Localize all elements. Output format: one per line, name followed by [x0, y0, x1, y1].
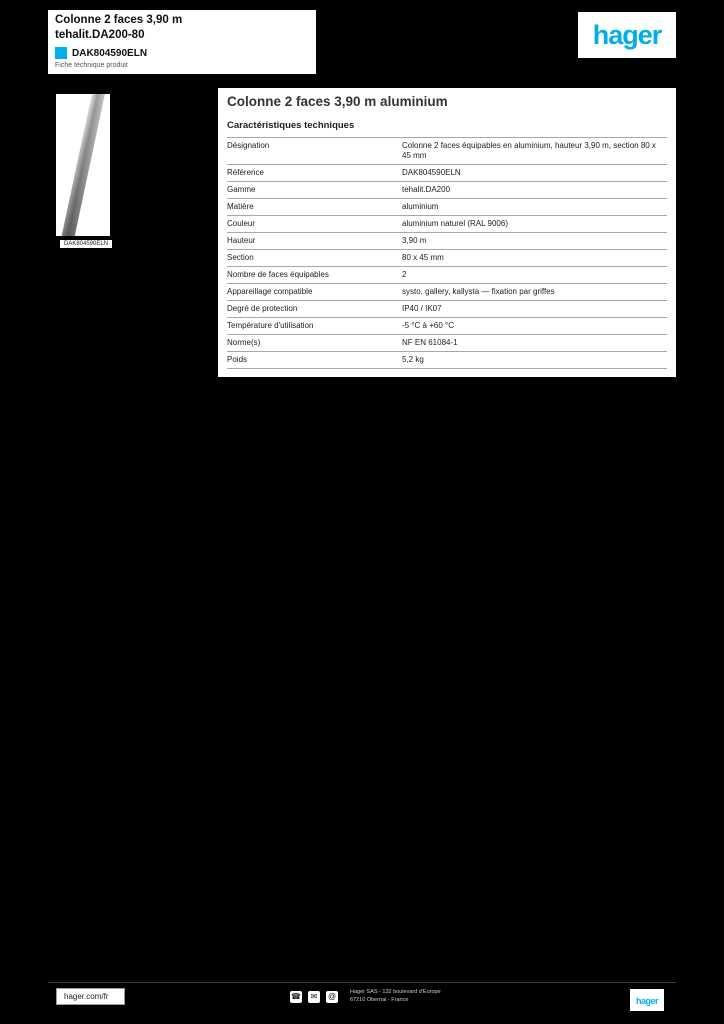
address-line1: Hager SAS - 132 boulevard d'Europe — [350, 989, 441, 995]
page-title: Colonne 2 faces 3,90 m aluminium — [227, 94, 448, 109]
table-row: Nombre de faces équipables 2 — [227, 267, 667, 284]
section-title: Caractéristiques techniques — [227, 120, 355, 131]
website-link[interactable]: hager.com/fr — [56, 988, 126, 1005]
product-photo — [56, 94, 110, 236]
spec-label: Degré de protection — [227, 304, 298, 313]
spec-value: 80 x 45 mm — [402, 253, 444, 262]
footer-address: Hager SAS - 132 boulevard d'Europe 67210… — [350, 989, 441, 1004]
brand-accent-square — [55, 47, 67, 60]
table-row: Température d'utilisation -5 °C à +60 °C — [227, 318, 667, 335]
spec-label: Hauteur — [227, 236, 256, 245]
table-row: Désignation Colonne 2 faces équipables e… — [227, 138, 667, 165]
product-reference: DAK804590ELN — [72, 47, 148, 59]
spec-label: Nombre de faces équipables — [227, 270, 329, 279]
product-name-line2: tehalit.DA200-80 — [55, 28, 145, 41]
hager-logo: hager — [592, 19, 663, 50]
reference-row: DAK804590ELN — [55, 47, 309, 60]
product-tube-image — [61, 94, 106, 236]
brand-logo-box: hager — [578, 12, 676, 58]
spec-value: 5,2 kg — [402, 355, 424, 364]
spec-value: IP40 / IK07 — [402, 304, 442, 313]
main-content: Colonne 2 faces 3,90 m aluminium Caracté… — [218, 88, 676, 377]
spec-value: DAK804590ELN — [402, 168, 461, 177]
spec-label: Gamme — [227, 185, 256, 194]
table-row: Section 80 x 45 mm — [227, 250, 667, 267]
spec-value: 2 — [402, 270, 407, 279]
spec-value: Colonne 2 faces équipables en aluminium,… — [402, 141, 656, 160]
address-line2: 67210 Obernai - France — [350, 996, 409, 1003]
spec-label: Référence — [227, 168, 264, 177]
spec-label: Matière — [227, 202, 254, 211]
spec-label: Appareillage compatible — [227, 287, 313, 296]
spec-label: Norme(s) — [227, 338, 261, 347]
product-name-line1: Colonne 2 faces 3,90 m — [55, 14, 183, 26]
table-row: Couleur aluminium naturel (RAL 9006) — [227, 216, 667, 233]
table-row: Référence DAK804590ELN — [227, 165, 667, 182]
specs-table: Désignation Colonne 2 faces équipables e… — [227, 137, 667, 369]
spec-value: NF EN 61084-1 — [402, 338, 458, 347]
footer-separator — [48, 982, 676, 983]
document-header: Colonne 2 faces 3,90 m tehalit.DA200-80 … — [48, 10, 316, 75]
mail-icon: ✉ — [308, 990, 320, 1003]
table-row: Poids 5,2 kg — [227, 352, 667, 369]
table-row: Matière aluminium — [227, 199, 667, 216]
hager-logo-small: hager — [636, 996, 659, 1006]
table-row: Gamme tehalit.DA200 — [227, 182, 667, 199]
spec-value: aluminium — [402, 202, 439, 211]
spec-label: Poids — [227, 355, 248, 364]
phone-icon: ☎ — [290, 990, 302, 1003]
spec-label: Désignation — [227, 141, 270, 150]
table-row: Appareillage compatible systo, gallery, … — [227, 284, 667, 301]
web-icon: @ — [326, 990, 338, 1003]
table-row: Norme(s) NF EN 61084-1 — [227, 335, 667, 352]
table-row: Hauteur 3,90 m — [227, 233, 667, 250]
spec-label: Température d'utilisation — [227, 321, 314, 330]
spec-value: systo, gallery, kallysta — fixation par … — [402, 287, 555, 296]
spec-label: Couleur — [227, 219, 256, 228]
spec-label: Section — [227, 253, 254, 262]
product-photo-caption: DAK804590ELN — [60, 240, 113, 248]
spec-value: aluminium naturel (RAL 9006) — [402, 219, 508, 228]
table-row: Degré de protection IP40 / IK07 — [227, 301, 667, 318]
footer-logo-box: hager — [630, 989, 665, 1011]
document-subtitle: Fiche technique produit — [55, 62, 128, 70]
spec-value: tehalit.DA200 — [402, 185, 451, 194]
spec-value: 3,90 m — [402, 236, 427, 245]
footer-contact: ☎ ✉ @ Hager SAS - 132 boulevard d'Europe… — [290, 989, 441, 1004]
spec-value: -5 °C à +60 °C — [402, 321, 454, 330]
